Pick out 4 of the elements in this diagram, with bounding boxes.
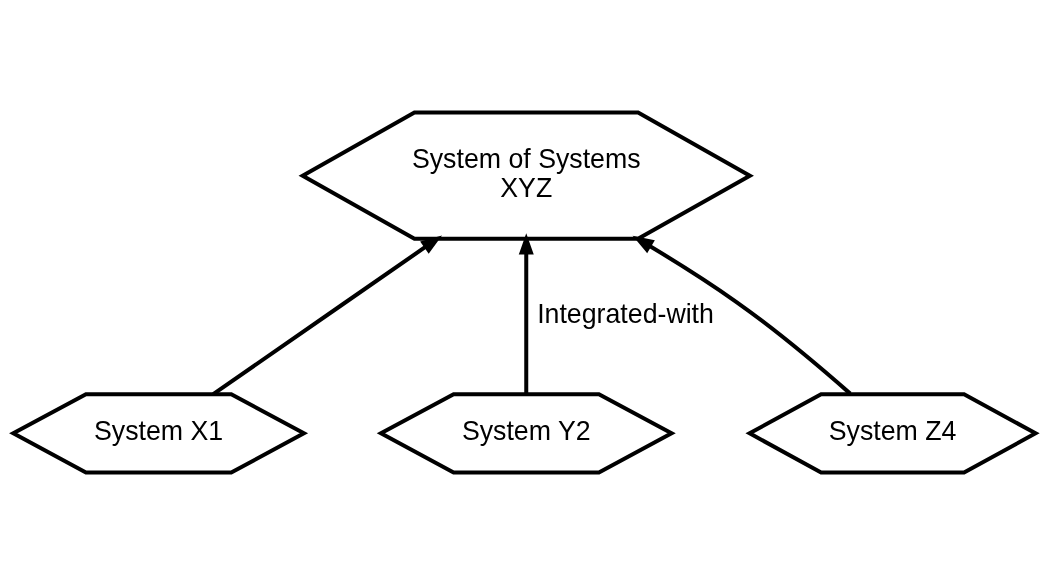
- arrow: [632, 235, 852, 395]
- edge-label: Integrated-with: [537, 298, 714, 329]
- arrow: [212, 234, 443, 396]
- arrow: [518, 232, 534, 394]
